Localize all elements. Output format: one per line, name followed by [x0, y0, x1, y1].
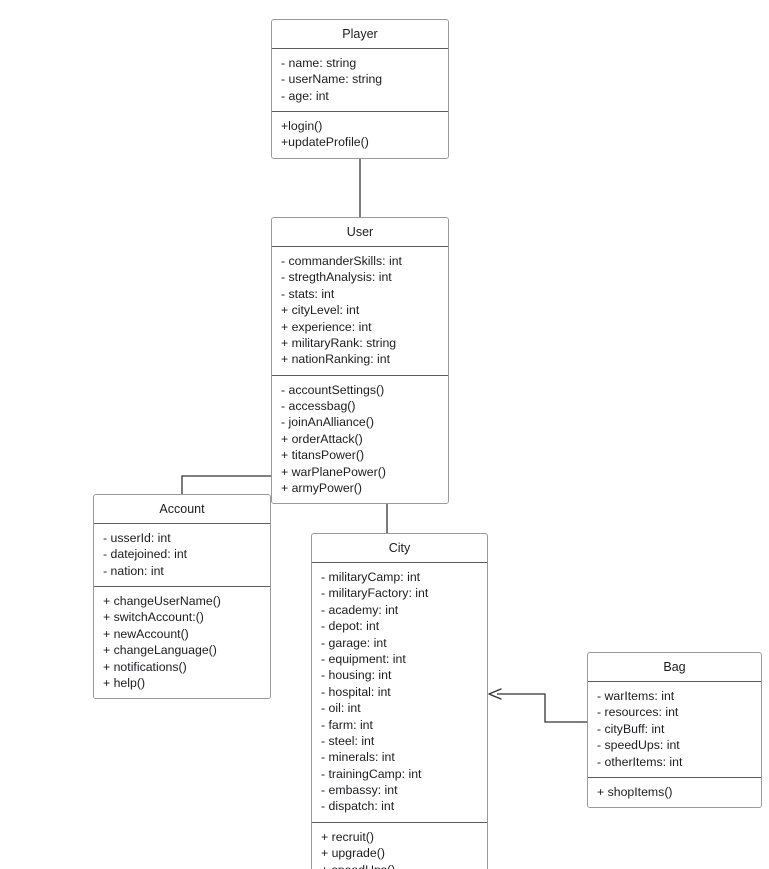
edge-bag-to-city — [488, 688, 587, 723]
attributes-compartment-player: - name: string - userName: string - age:… — [272, 49, 448, 113]
methods-compartment-city: + recruit() + upgrade() + speedUps() + u… — [312, 823, 487, 869]
attribute-item: - userName: string — [281, 72, 383, 87]
attributes-compartment-user: - commanderSkills: int - stregthAnalysis… — [272, 247, 448, 376]
method-item: + newAccount() — [103, 626, 189, 641]
method-item: + titansPower() — [281, 448, 365, 463]
method-item: + notifications() — [103, 659, 187, 674]
uml-class-city[interactable]: City - militaryCamp: int - militaryFacto… — [311, 533, 488, 869]
class-title-player: Player — [272, 20, 448, 49]
method-item: - accessbag() — [281, 399, 356, 414]
class-title-user: User — [272, 218, 448, 247]
attributes-compartment-account: - usserId: int - datejoined: int - natio… — [94, 524, 270, 588]
method-item: + orderAttack() — [281, 431, 363, 446]
method-item: + changeLanguage() — [103, 643, 217, 658]
attribute-item: - depot: int — [321, 619, 380, 634]
attribute-item: - embassy: int — [321, 783, 398, 798]
method-item: + armyPower() — [281, 480, 362, 495]
method-item: + warPlanePower() — [281, 464, 386, 479]
method-item: + upgrade() — [321, 846, 385, 861]
attribute-item: - oil: int — [321, 701, 361, 716]
attribute-item: - usserId: int — [103, 531, 171, 545]
attribute-item: - name: string — [281, 56, 357, 70]
attribute-item: - academy: int — [321, 602, 399, 617]
attribute-item: - nation: int — [103, 563, 164, 578]
attribute-item: - militaryCamp: int — [321, 570, 421, 584]
uml-class-bag[interactable]: Bag - warItems: int - resources: int - c… — [587, 652, 762, 809]
method-item: + speedUps() — [321, 863, 487, 869]
method-item: + switchAccount:() — [103, 610, 204, 625]
method-item: +updateProfile() — [281, 135, 369, 150]
attribute-item: - commanderSkills: int — [281, 254, 402, 268]
attribute-item: - warItems: int — [597, 689, 675, 703]
attribute-item: - age: int — [281, 88, 329, 103]
attribute-item: + cityLevel: int — [281, 303, 360, 318]
methods-compartment-bag: + shopItems() — [588, 778, 761, 807]
open-arrow-marker-city — [488, 688, 502, 700]
attribute-item: - stats: int — [281, 286, 335, 301]
attribute-item: - cityBuff: int — [597, 721, 665, 736]
attribute-item: - resources: int — [597, 705, 679, 720]
attribute-item: + nationRanking: int — [281, 352, 391, 367]
attributes-compartment-bag: - warItems: int - resources: int - cityB… — [588, 682, 761, 778]
method-item: - accountSettings() — [281, 382, 385, 397]
methods-compartment-account: + changeUserName() + switchAccount:() + … — [94, 587, 270, 698]
method-item: + help() — [103, 676, 146, 691]
attribute-item: - garage: int — [321, 635, 387, 650]
attribute-item: - speedUps: int — [597, 738, 680, 753]
method-item: - joinAnAlliance() — [281, 415, 374, 430]
attribute-item: - dispatch: int — [321, 799, 395, 814]
attribute-item: - militaryFactory: int — [321, 586, 429, 601]
attribute-item: - stregthAnalysis: int — [281, 270, 392, 285]
attribute-item: - hospital: int — [321, 684, 391, 699]
attributes-compartment-city: - militaryCamp: int - militaryFactory: i… — [312, 563, 487, 823]
attribute-item: - trainingCamp: int — [321, 766, 422, 781]
class-title-account: Account — [94, 495, 270, 524]
attribute-item: - farm: int — [321, 717, 373, 732]
method-item: + recruit() — [321, 829, 374, 844]
attribute-item: - minerals: int — [321, 750, 395, 765]
uml-class-player[interactable]: Player - name: string - userName: string… — [271, 19, 449, 159]
association-line-bag-city — [497, 693, 587, 723]
attribute-item: - equipment: int — [321, 651, 406, 666]
attribute-item: + militaryRank: string — [281, 335, 397, 350]
uml-class-account[interactable]: Account - usserId: int - datejoined: int… — [93, 494, 271, 700]
attribute-item: - housing: int — [321, 668, 392, 683]
methods-compartment-user: - accountSettings() - accessbag() - join… — [272, 376, 448, 504]
method-item: + shopItems() — [597, 784, 673, 799]
methods-compartment-player: +login() +updateProfile() — [272, 112, 448, 158]
method-item: +login() — [281, 119, 323, 134]
attribute-item: - datejoined: int — [103, 547, 188, 562]
class-title-bag: Bag — [588, 653, 761, 682]
attribute-item: + experience: int — [281, 319, 372, 334]
class-title-city: City — [312, 534, 487, 563]
method-item: + changeUserName() — [103, 594, 221, 609]
attribute-item: - steel: int — [321, 733, 375, 748]
uml-class-user[interactable]: User - commanderSkills: int - stregthAna… — [271, 217, 449, 505]
attribute-item: - otherItems: int — [597, 754, 683, 769]
